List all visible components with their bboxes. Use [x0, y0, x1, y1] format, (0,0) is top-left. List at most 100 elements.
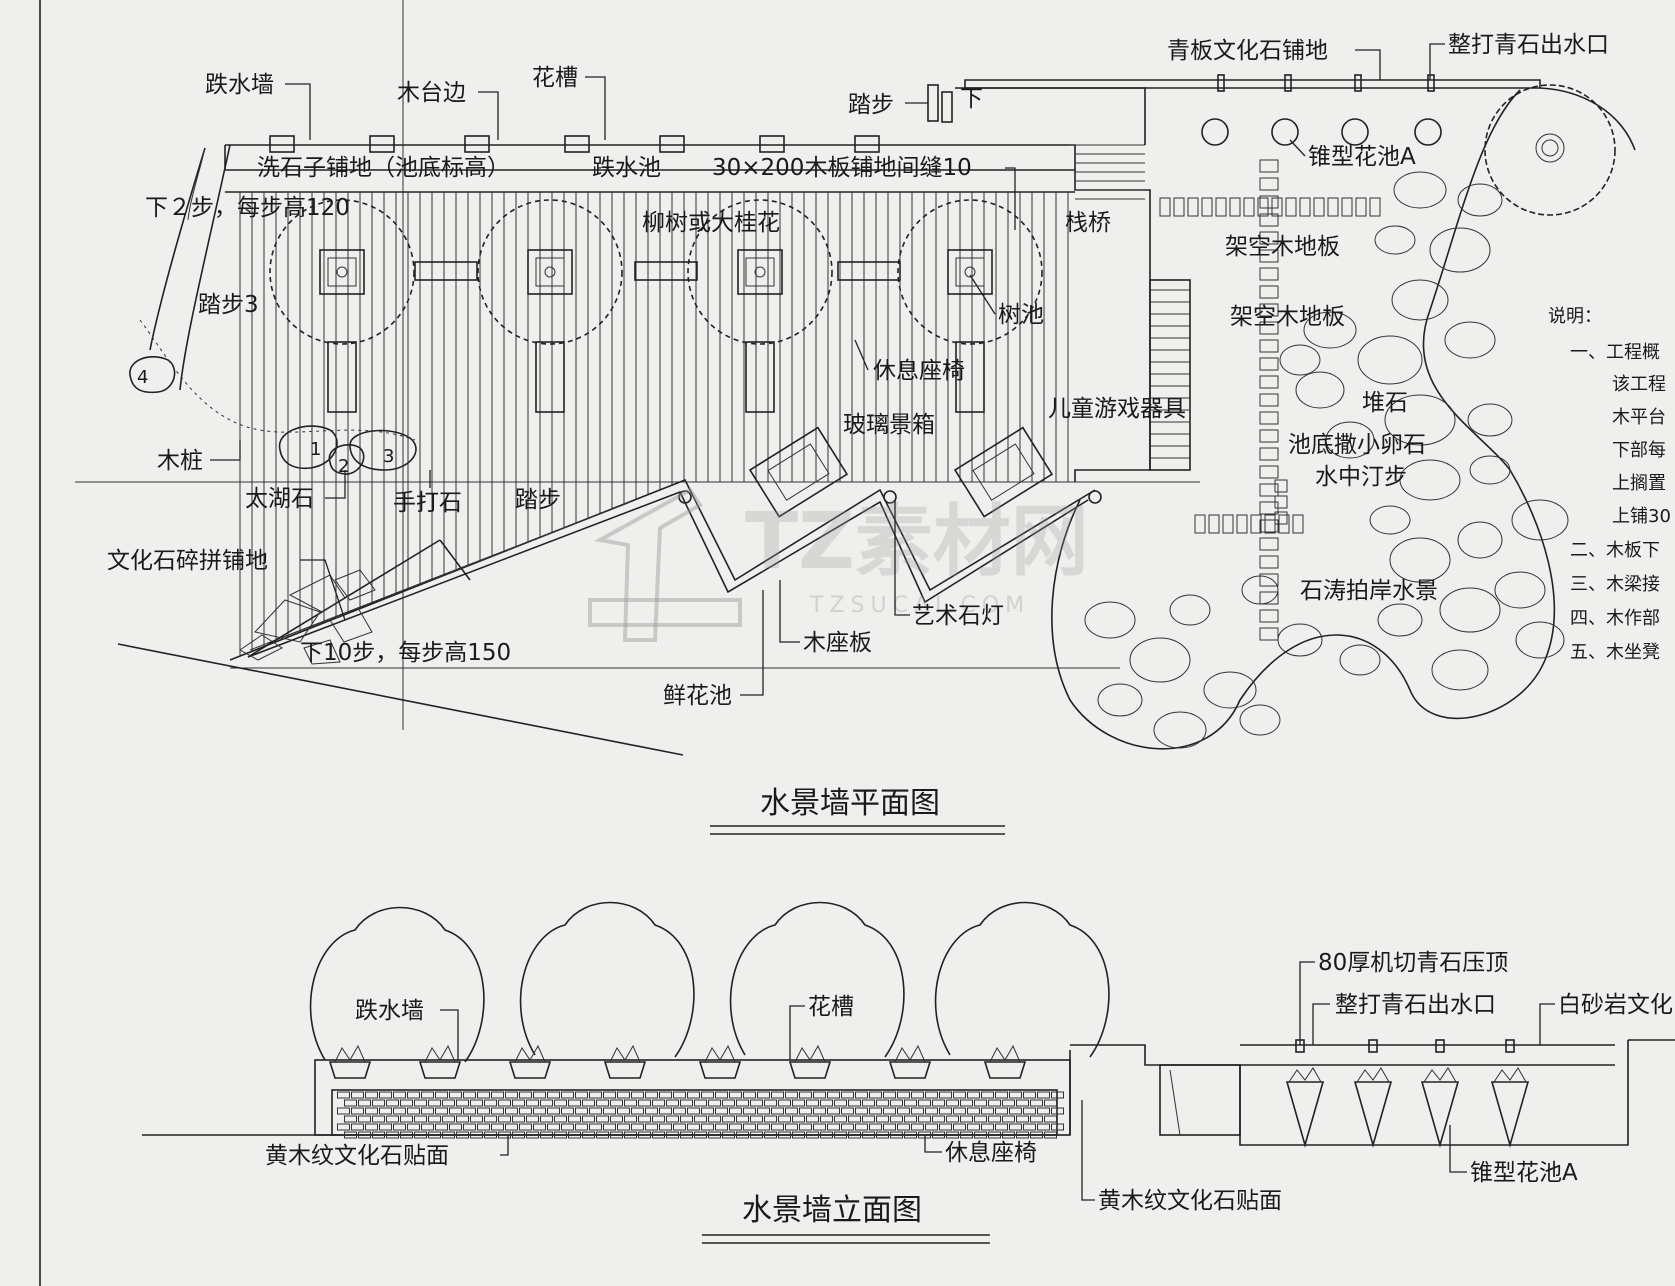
- pond-rock: [1084, 601, 1136, 639]
- stone-tile: [869, 1091, 882, 1099]
- stone-tile: [1030, 1099, 1043, 1107]
- stone-tile: [764, 1115, 777, 1123]
- stone-tile: [547, 1091, 560, 1099]
- stone-tile: [526, 1115, 539, 1123]
- pond-rock: [1303, 311, 1357, 349]
- label-raised-deck-2: 架空木地板: [1230, 304, 1345, 330]
- plan-benches: [414, 261, 901, 281]
- stone-tile: [372, 1099, 385, 1107]
- stone-tile: [771, 1091, 784, 1099]
- wall-body: [314, 1039, 1675, 1148]
- side-stairs: [1149, 159, 1381, 641]
- wall-block: [564, 135, 590, 153]
- stone-tile: [365, 1091, 378, 1099]
- stone-tile: [659, 1107, 672, 1115]
- stone-tile: [575, 1107, 588, 1115]
- stone-tile: [813, 1123, 826, 1131]
- planter-foliage: [424, 1044, 456, 1063]
- stone-tile: [519, 1107, 532, 1115]
- cone-planter-circle: [1341, 118, 1369, 146]
- stone-tile: [491, 1123, 504, 1131]
- stone-tile: [974, 1115, 987, 1123]
- elevation-planter: [698, 1061, 742, 1079]
- stone-tile: [561, 1123, 574, 1131]
- stone-tile: [939, 1091, 952, 1099]
- boardwalk-slat: [1369, 197, 1381, 217]
- rock-number-2: 2: [338, 456, 349, 477]
- drop-wall-blocks: [269, 135, 880, 153]
- stone-tile: [848, 1131, 861, 1139]
- cone-foliage: [1493, 1067, 1527, 1083]
- elev-label-cone-planter: 锥型花池A: [1470, 1160, 1578, 1186]
- stone-tile: [841, 1107, 854, 1115]
- stone-tile: [1009, 1091, 1022, 1099]
- stone-tile: [519, 1091, 532, 1099]
- stone-tile: [484, 1115, 497, 1123]
- pond-rock: [1357, 335, 1423, 385]
- stone-tile: [708, 1131, 721, 1139]
- stone-tile: [960, 1115, 973, 1123]
- label-art-lamp: 艺术石灯: [912, 603, 1004, 629]
- elevation-planter: [418, 1061, 462, 1079]
- cone-planter-circles: [1201, 118, 1442, 146]
- stone-tile: [995, 1107, 1008, 1115]
- label-hand-stone: 手打石: [393, 490, 462, 516]
- notes-line-3: 木平台: [1612, 407, 1666, 428]
- stone-tile: [1002, 1115, 1015, 1123]
- boardwalk-slat: [1259, 267, 1279, 281]
- boardwalk-slat: [1259, 321, 1279, 335]
- stone-tile: [876, 1131, 889, 1139]
- stone-tile: [820, 1099, 833, 1107]
- stone-tile: [470, 1115, 483, 1123]
- stone-tile: [498, 1131, 511, 1139]
- stepping-stone: [1274, 511, 1288, 525]
- pond-rock: [1515, 621, 1565, 659]
- stone-tile: [778, 1099, 791, 1107]
- pond-rock: [1469, 455, 1511, 485]
- stone-tile: [358, 1131, 371, 1139]
- stone-tile: [596, 1115, 609, 1123]
- label-glass-box: 玻璃景箱: [843, 412, 935, 438]
- tree-canopy: [687, 199, 833, 345]
- stone-tile: [876, 1115, 889, 1123]
- stone-tile: [400, 1115, 413, 1123]
- stone-tile: [645, 1091, 658, 1099]
- stone-tile: [428, 1115, 441, 1123]
- elevation-view: 跌水墙 花槽 80厚机切青石压顶 整打青石出水口 白砂岩文化 黄木纹文化石贴面 …: [142, 901, 1675, 1244]
- boardwalk-slat: [1257, 197, 1269, 217]
- stone-tile: [1030, 1115, 1043, 1123]
- stone-tile: [582, 1099, 595, 1107]
- glass-box: [953, 426, 1054, 518]
- stone-tile: [379, 1091, 392, 1099]
- stone-tile: [638, 1131, 651, 1139]
- stone-tile: [855, 1107, 868, 1115]
- stone-tile: [890, 1099, 903, 1107]
- stone-tile: [407, 1091, 420, 1099]
- stone-tile: [806, 1115, 819, 1123]
- boardwalk-slat: [1259, 303, 1279, 317]
- stone-tile: [449, 1107, 462, 1115]
- elevation-tree-canopy: [934, 901, 1110, 1058]
- boardwalk-slat: [1313, 197, 1325, 217]
- label-kids-play: 儿童游戏器具: [1048, 396, 1186, 422]
- boardwalk-slat: [1259, 159, 1279, 173]
- rock-number-1: 1: [310, 439, 321, 460]
- stone-tile: [953, 1107, 966, 1115]
- tree-pit: [527, 249, 573, 295]
- stone-tile: [666, 1131, 679, 1139]
- stone-tile: [890, 1131, 903, 1139]
- stone-tile: [673, 1107, 686, 1115]
- stone-tile: [358, 1099, 371, 1107]
- stone-tile: [799, 1107, 812, 1115]
- rock-number-3: 3: [383, 446, 394, 467]
- stone-tile: [827, 1107, 840, 1115]
- stone-tile: [694, 1131, 707, 1139]
- stone-tile: [386, 1131, 399, 1139]
- boardwalk-slat: [1173, 197, 1185, 217]
- stone-tile: [365, 1107, 378, 1115]
- boardwalk-slat: [1259, 285, 1279, 299]
- boardwalk-slat: [1229, 197, 1241, 217]
- stone-tile: [428, 1099, 441, 1107]
- stone-tile: [344, 1099, 357, 1107]
- stone-tile: [512, 1099, 525, 1107]
